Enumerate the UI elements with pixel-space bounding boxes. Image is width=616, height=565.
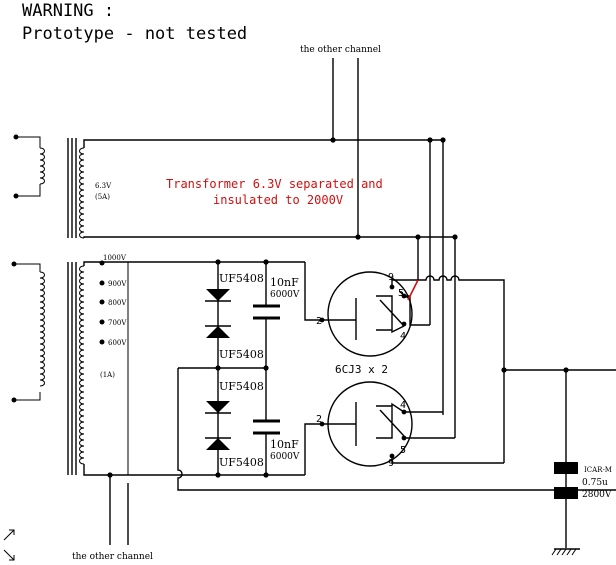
diode-d3	[205, 401, 231, 414]
output-cap-value: 0.75u	[582, 478, 608, 488]
diode-d4	[205, 437, 231, 450]
tube-bottom	[319, 381, 504, 467]
cap-top-rating: 6000V	[270, 290, 300, 300]
output-capacitor	[554, 367, 578, 548]
tap-700v: 700V	[108, 319, 127, 327]
capacitor-bottom	[253, 419, 280, 435]
warning-subtitle: Prototype - not tested	[22, 24, 247, 44]
cap-top-value: 10nF	[270, 276, 299, 289]
hv-current-label: (1A)	[100, 371, 115, 379]
other-channel-bottom-label: the other channel	[72, 552, 153, 562]
bottom-pin-9: 9	[388, 458, 394, 469]
resize-handle-icon[interactable]	[3, 529, 15, 561]
tap-800v: 800V	[108, 299, 127, 307]
output-cap-name: ICAR-M	[584, 466, 612, 474]
hv-transformer	[11, 260, 129, 476]
cap-bottom-value: 10nF	[270, 438, 299, 451]
diode-d1	[205, 289, 231, 302]
tube-type-label: 6CJ3 x 2	[335, 363, 388, 376]
diode-d2	[205, 325, 231, 338]
warning-title: WARNING :	[22, 1, 114, 21]
bottom-pin-2: 2	[316, 414, 322, 425]
other-channel-top-leads	[332, 58, 359, 237]
bottom-pin-4: 4	[400, 400, 406, 411]
tap-900v: 900V	[108, 280, 127, 288]
heater-transformer	[13, 134, 85, 239]
top-pin-4: 4	[400, 331, 406, 342]
top-pin-5: 5	[398, 288, 404, 299]
heater-wiring	[83, 137, 458, 438]
tap-600v: 600V	[108, 339, 127, 347]
wire-crossovers	[420, 275, 616, 463]
other-channel-bottom-leads	[109, 475, 129, 545]
other-channel-top-label: the other channel	[300, 45, 381, 55]
cap-bottom-rating: 6000V	[270, 452, 300, 462]
doubler-wiring	[107, 259, 616, 491]
transformer-note-line2: insulated to 2000V	[213, 193, 343, 207]
output-cap-rating: 2800V	[582, 490, 612, 500]
diode-3-label: UF5408	[219, 380, 264, 393]
tap-1000v: 1000V	[103, 254, 127, 262]
tube-top	[319, 271, 430, 357]
diode-1-label: UF5408	[219, 272, 264, 285]
diode-4-label: UF5408	[219, 456, 264, 469]
bottom-pin-5: 5	[400, 445, 406, 456]
heater-current-label: (5A)	[95, 193, 110, 201]
diode-2-label: UF5408	[219, 348, 264, 361]
capacitor-top	[253, 304, 280, 320]
top-pin-2: 2	[316, 316, 322, 327]
heater-voltage-label: 6.3V	[95, 182, 112, 190]
top-pin-9: 9	[388, 272, 394, 283]
ground-icon	[551, 548, 580, 556]
transformer-note-line1: Transformer 6.3V separated and	[166, 177, 383, 191]
